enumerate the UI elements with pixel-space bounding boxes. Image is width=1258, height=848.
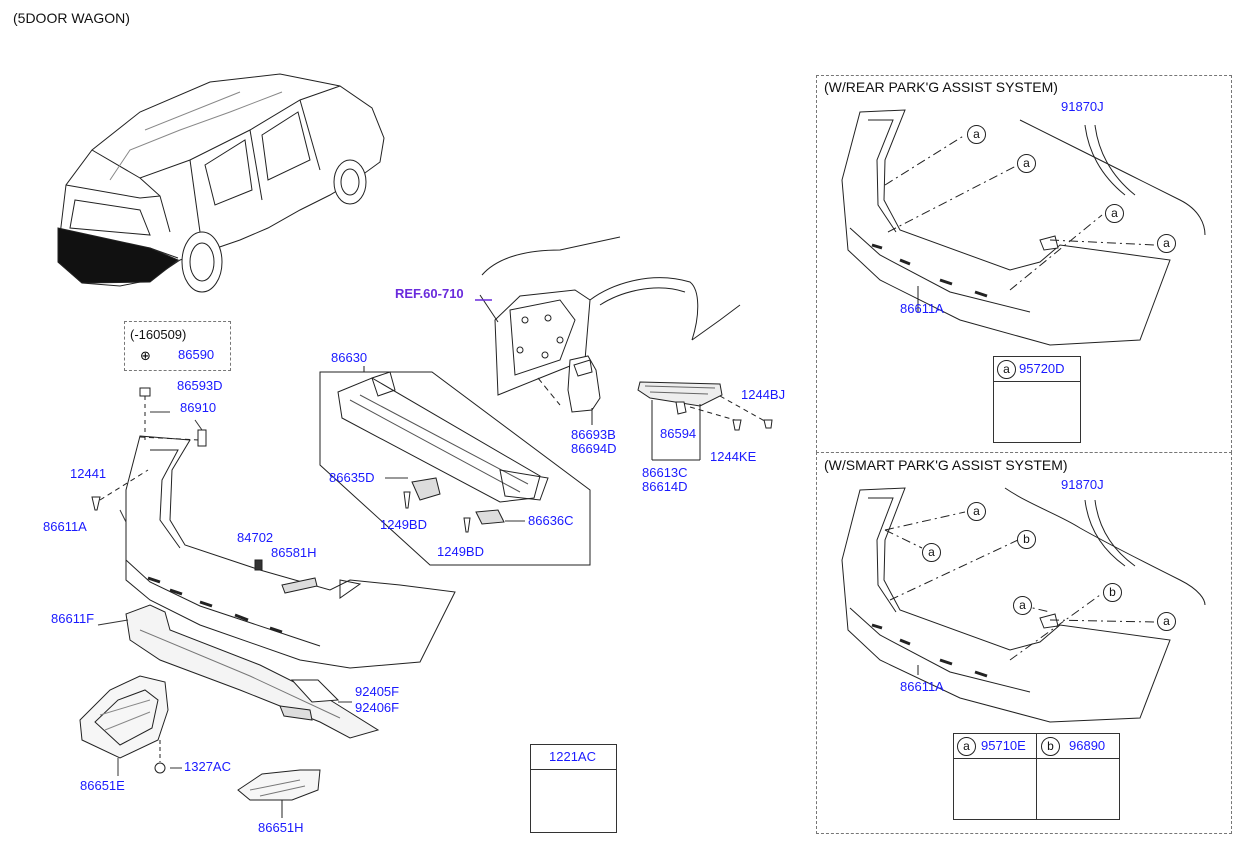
smart-park-title: (W/SMART PARK'G ASSIST SYSTEM) — [824, 457, 1068, 473]
smart-park-callout-6: a — [1157, 612, 1176, 631]
screw-box: 1221AC — [530, 744, 617, 833]
part-1327ac[interactable]: 1327AC — [184, 759, 231, 774]
part-86593d[interactable]: 86593D — [177, 378, 223, 393]
smart-park-callout-1: a — [967, 502, 986, 521]
sensor-96890-box: b 96890 — [1036, 733, 1120, 820]
part-86651h[interactable]: 86651H — [258, 820, 304, 835]
part-92405f[interactable]: 92405F — [355, 684, 400, 699]
sensor-95710e-box: a 95710E — [953, 733, 1038, 820]
part-86594[interactable]: 86594 — [660, 426, 697, 441]
part-86910[interactable]: 86910 — [180, 400, 217, 415]
screw-part-1221ac[interactable]: 1221AC — [549, 749, 596, 764]
mud-guard — [79, 675, 169, 774]
lower-garnish — [125, 604, 380, 739]
sensor-96890-callout: b — [1041, 737, 1060, 756]
rear-park-callout-4: a — [1157, 234, 1176, 253]
part-86581h[interactable]: 86581H — [271, 545, 317, 560]
rear-park-title: (W/REAR PARK'G ASSIST SYSTEM) — [824, 79, 1058, 95]
part-86611a[interactable]: 86611A — [43, 519, 87, 534]
beam-assembly — [319, 366, 591, 566]
screw-box-header: 1221AC — [531, 745, 616, 770]
part-86651e[interactable]: 86651E — [80, 778, 125, 793]
part-12441[interactable]: 12441 — [70, 466, 107, 481]
date-range-box — [124, 321, 231, 371]
rear-park-bumper-label[interactable]: 86611A — [900, 301, 944, 316]
part-92406f[interactable]: 92406F — [355, 700, 400, 715]
reference-note[interactable]: REF.60-710 — [395, 286, 464, 301]
body-panel — [475, 236, 741, 413]
leader-lines — [97, 411, 525, 776]
rear-park-bumper — [841, 109, 1206, 346]
sensor-96890-part[interactable]: 96890 — [1069, 738, 1106, 753]
side-bracket — [591, 381, 773, 461]
side-bracket-lower — [237, 769, 321, 818]
part-86635d[interactable]: 86635D — [329, 470, 375, 485]
sensor-95720d-header: a 95720D — [994, 357, 1080, 382]
smart-park-callout-5: b — [1103, 583, 1122, 602]
sensor-95720d-callout: a — [997, 360, 1016, 379]
smart-park-callout-4: a — [1013, 596, 1032, 615]
car-illustration — [57, 73, 385, 293]
sensor-95710e-part[interactable]: 95710E — [981, 738, 1026, 753]
sensor-95720d-box: a 95720D — [993, 356, 1081, 443]
part-86630[interactable]: 86630 — [331, 350, 368, 365]
part-84702[interactable]: 84702 — [237, 530, 274, 545]
part-86590[interactable]: 86590 — [178, 347, 215, 362]
smart-park-callout-3: b — [1017, 530, 1036, 549]
bolt-icon: ⊕ — [140, 348, 151, 363]
rear-park-callout-2: a — [1017, 154, 1036, 173]
variant-title: (5DOOR WAGON) — [13, 10, 130, 26]
part-86611f[interactable]: 86611F — [51, 611, 95, 626]
rear-park-callout-3: a — [1105, 204, 1124, 223]
smart-park-callout-2: a — [922, 543, 941, 562]
smart-park-panel — [816, 452, 1232, 834]
part-1244bj[interactable]: 1244BJ — [741, 387, 786, 402]
part-86614d[interactable]: 86614D — [642, 479, 688, 494]
smart-park-bumper — [841, 487, 1206, 723]
sensor-95710e-callout: a — [957, 737, 976, 756]
part-1244ke[interactable]: 1244KE — [710, 449, 757, 464]
sensor-95710e-header: a 95710E — [954, 734, 1037, 759]
part-86694d[interactable]: 86694D — [571, 441, 617, 456]
sensor-96890-header: b 96890 — [1037, 734, 1119, 759]
smart-park-harness[interactable]: 91870J — [1061, 477, 1104, 492]
rear-bumper — [91, 387, 456, 669]
rear-park-callout-1: a — [967, 125, 986, 144]
part-86613c[interactable]: 86613C — [642, 465, 688, 480]
rear-park-harness[interactable]: 91870J — [1061, 99, 1104, 114]
smart-park-bumper-label[interactable]: 86611A — [900, 679, 944, 694]
part-1249bd-lower[interactable]: 1249BD — [437, 544, 484, 559]
part-86693b[interactable]: 86693B — [571, 427, 616, 442]
part-1249bd-upper[interactable]: 1249BD — [380, 517, 427, 532]
part-86636c[interactable]: 86636C — [528, 513, 574, 528]
sensor-95720d-part[interactable]: 95720D — [1019, 361, 1065, 376]
date-range-note: (-160509) — [130, 327, 187, 342]
